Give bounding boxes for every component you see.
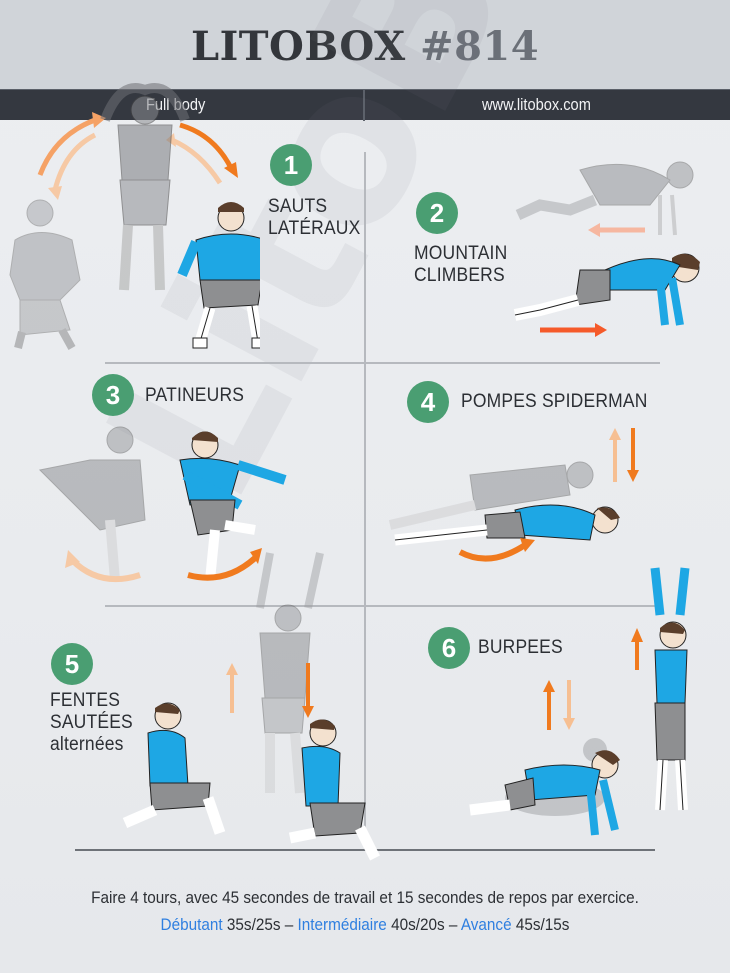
exercise-1-number-badge: 1	[270, 144, 312, 186]
footer-instructions: Faire 4 tours, avec 45 secondes de trava…	[0, 884, 730, 938]
arrow-curve-icon	[37, 117, 96, 176]
title-brand: LITOBOX	[190, 23, 406, 70]
exercise-6-name: BURPEES	[478, 637, 563, 658]
exercise-6-illustration	[469, 567, 690, 836]
grid-vertical-divider	[364, 152, 366, 850]
level-beginner-timing: 35s/25s	[226, 915, 281, 934]
exercise-4-name: POMPES SPIDERMAN	[461, 391, 648, 412]
exercise-6-number-badge: 6	[428, 627, 470, 669]
level-intermediate-label: Intermédiaire	[297, 915, 387, 934]
level-advanced-label: Avancé	[460, 915, 512, 934]
grid-divider-row1	[105, 362, 660, 364]
exercise-2-name: MOUNTAIN CLIMBERS	[414, 243, 508, 286]
exercise-4-number-badge: 4	[407, 381, 449, 423]
level-beginner-label: Débutant	[160, 915, 223, 934]
grid-divider-row2	[105, 605, 660, 607]
exercise-3-name: PATINEURS	[145, 385, 245, 406]
website-link[interactable]: www.litobox.com	[482, 95, 591, 114]
exercise-1-illustration	[9, 83, 260, 350]
exercise-5-illustration	[122, 552, 380, 861]
exercise-2-illustration	[513, 161, 700, 337]
exercise-3-number-badge: 3	[92, 374, 134, 416]
title-band	[0, 0, 730, 89]
level-advanced-timing: 45s/15s	[515, 915, 570, 934]
top-bar-divider	[363, 90, 365, 121]
page-title: LITOBOX #814	[0, 22, 730, 72]
exercise-1-name: SAUTS LATÉRAUX	[268, 196, 361, 239]
exercise-4-illustration	[388, 428, 639, 562]
exercise-2-number-badge: 2	[416, 192, 458, 234]
level-intermediate-timing: 40s/20s	[391, 915, 445, 934]
title-number: #814	[420, 23, 540, 70]
exercise-5-name: FENTES SAUTÉES alternées	[50, 690, 133, 755]
exercise-5-number-badge: 5	[51, 643, 93, 685]
level-timings: Débutant 35s/25s – Intermédiaire 40s/20s…	[160, 915, 570, 934]
exercise-3-illustration	[38, 426, 287, 583]
instructions-text: Faire 4 tours, avec 45 secondes de trava…	[91, 888, 639, 907]
